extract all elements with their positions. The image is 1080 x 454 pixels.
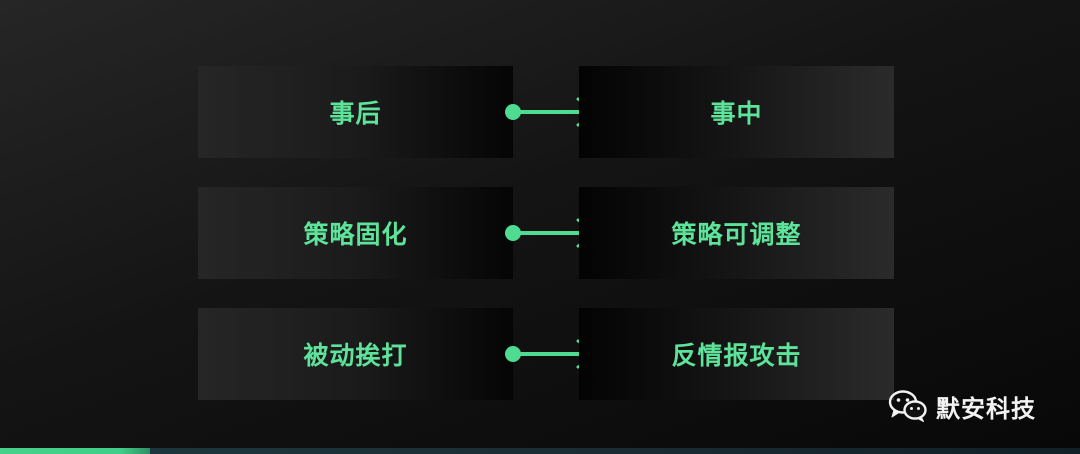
watermark: 默安科技 — [888, 386, 1036, 426]
to-label-3: 反情报攻击 — [671, 341, 802, 370]
to-box-3: 反情报攻击 — [579, 308, 894, 400]
comparison-row-3: 被动挨打 反情报攻击 — [198, 308, 894, 400]
from-label-3: 被动挨打 — [303, 341, 408, 370]
bottom-divider — [0, 448, 1080, 454]
to-label-1: 事中 — [710, 99, 763, 128]
comparison-row-2: 策略固化 策略可调整 — [198, 187, 894, 279]
to-box-1: 事中 — [579, 66, 894, 158]
bottom-accent-bar — [0, 448, 150, 454]
from-box-2: 策略固化 — [198, 187, 513, 279]
to-box-2: 策略可调整 — [579, 187, 894, 279]
from-label-1: 事后 — [329, 99, 382, 128]
to-label-2: 策略可调整 — [671, 220, 802, 249]
from-box-3: 被动挨打 — [198, 308, 513, 400]
comparison-row-1: 事后 事中 — [198, 66, 894, 158]
wechat-icon — [888, 390, 927, 422]
from-box-1: 事后 — [198, 66, 513, 158]
watermark-text: 默安科技 — [936, 394, 1036, 423]
from-label-2: 策略固化 — [303, 220, 408, 249]
